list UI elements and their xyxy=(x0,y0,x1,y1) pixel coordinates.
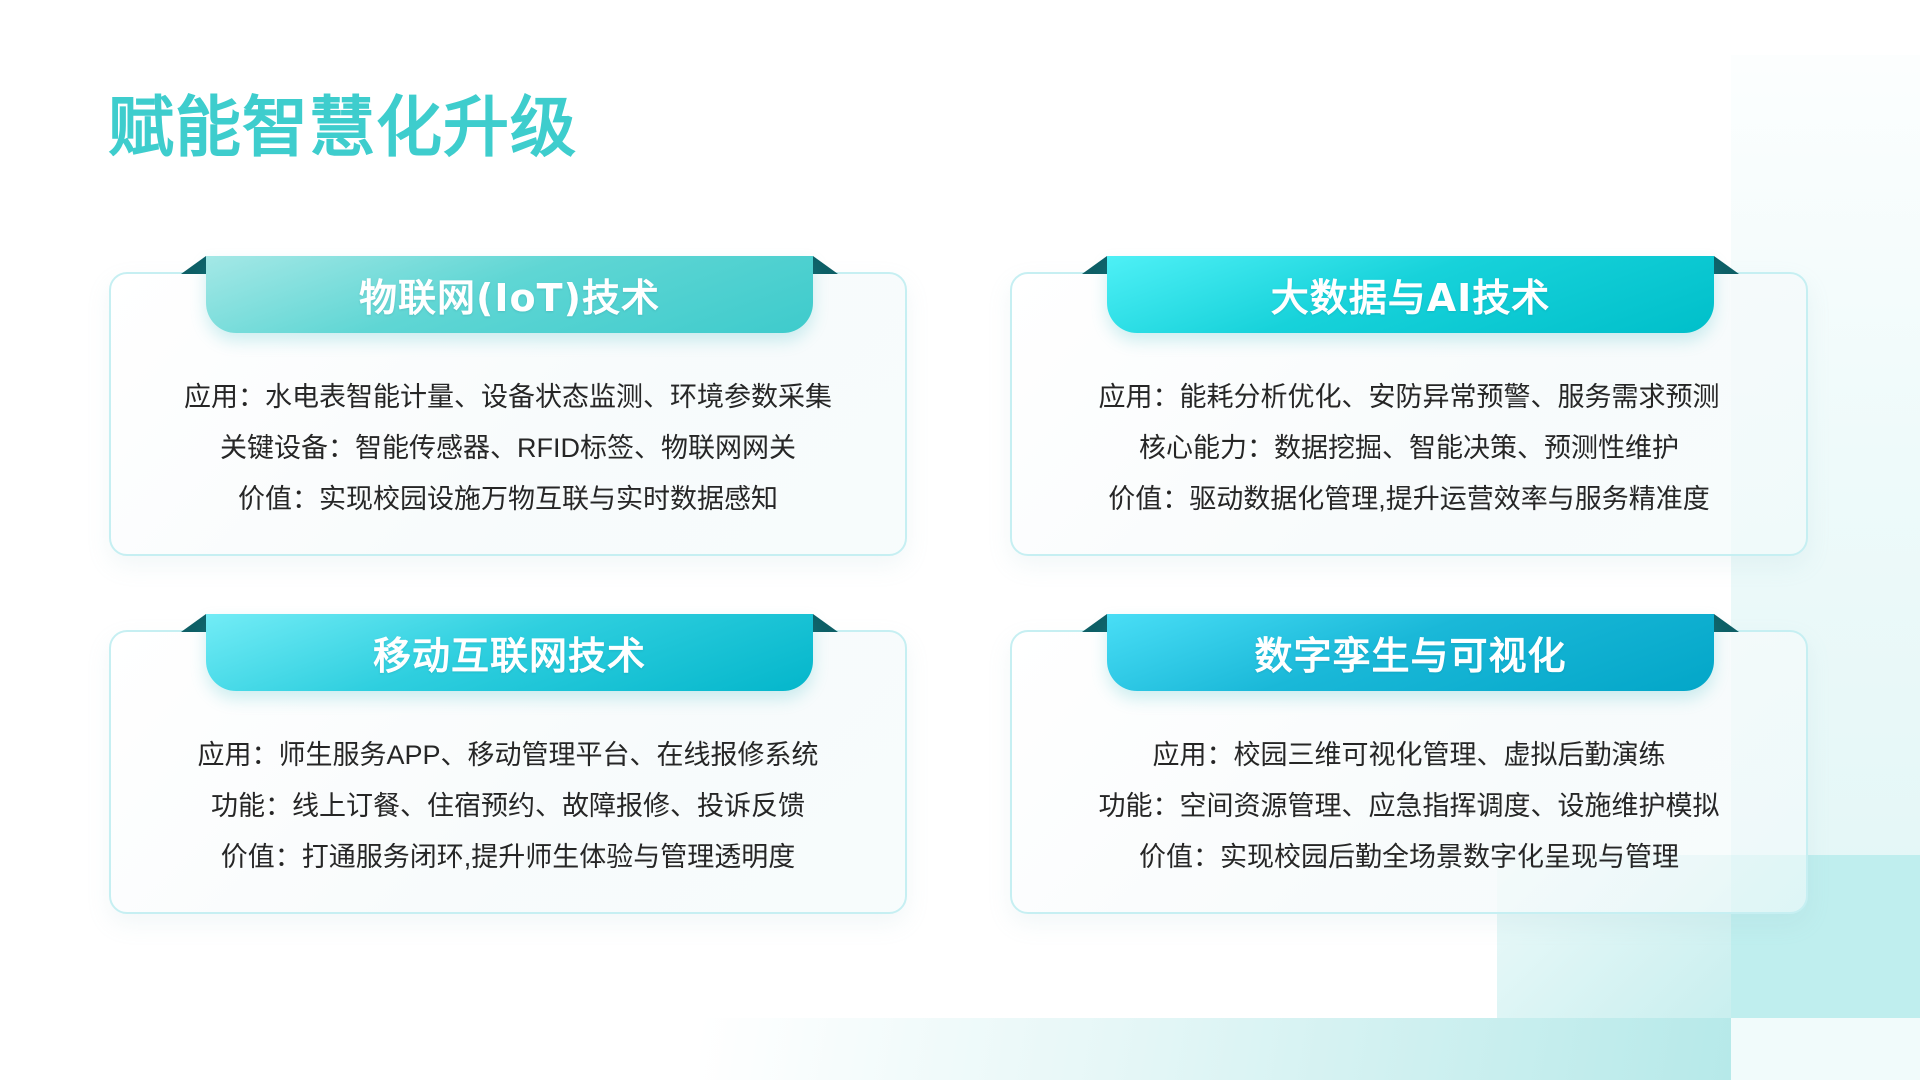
card-body: 应用：水电表智能计量、设备状态监测、环境参数采集 关键设备：智能传感器、RFID… xyxy=(111,372,905,525)
card-line-function: 功能：线上订餐、住宿预约、故障报修、投诉反馈 xyxy=(211,791,805,821)
card-line-function: 功能：空间资源管理、应急指挥调度、设施维护模拟 xyxy=(1098,791,1720,821)
ribbon-fold-left-icon xyxy=(181,614,206,632)
card-line-devices: 关键设备：智能传感器、RFID标签、物联网网关 xyxy=(220,433,796,463)
card-digital-twin: 数字孪生与可视化 应用：校园三维可视化管理、虚拟后勤演练 功能：空间资源管理、应… xyxy=(1010,614,1808,914)
background-corner-bottom xyxy=(1731,1018,1920,1080)
card-header-banner: 物联网(IoT)技术 xyxy=(206,256,813,333)
ribbon-fold-left-icon xyxy=(181,256,206,274)
card-line-capability: 核心能力：数据挖掘、智能决策、预测性维护 xyxy=(1139,433,1679,463)
ribbon-fold-left-icon xyxy=(1082,256,1107,274)
background-strip-bottom xyxy=(700,1018,1731,1080)
card-line-application: 应用：校园三维可视化管理、虚拟后勤演练 xyxy=(1152,740,1666,770)
card-bigdata-ai: 大数据与AI技术 应用：能耗分析优化、安防异常预警、服务需求预测 核心能力：数据… xyxy=(1010,256,1808,556)
ribbon-fold-right-icon xyxy=(1714,256,1739,274)
card-body: 应用：师生服务APP、移动管理平台、在线报修系统 功能：线上订餐、住宿预约、故障… xyxy=(111,730,905,883)
ribbon-fold-right-icon xyxy=(813,256,838,274)
card-line-value: 价值：打通服务闭环,提升师生体验与管理透明度 xyxy=(220,842,796,872)
card-header-banner: 数字孪生与可视化 xyxy=(1107,614,1714,691)
ribbon-fold-left-icon xyxy=(1082,614,1107,632)
card-title: 移动互联网技术 xyxy=(372,634,646,678)
card-body: 应用：校园三维可视化管理、虚拟后勤演练 功能：空间资源管理、应急指挥调度、设施维… xyxy=(1012,730,1806,883)
card-line-application: 应用：师生服务APP、移动管理平台、在线报修系统 xyxy=(197,740,819,770)
page-title: 赋能智慧化升级 xyxy=(108,89,577,166)
card-line-application: 应用：能耗分析优化、安防异常预警、服务需求预测 xyxy=(1098,382,1720,412)
card-iot: 物联网(IoT)技术 应用：水电表智能计量、设备状态监测、环境参数采集 关键设备… xyxy=(109,256,907,556)
ribbon-fold-right-icon xyxy=(813,614,838,632)
card-line-value: 价值：驱动数据化管理,提升运营效率与服务精准度 xyxy=(1108,484,1710,514)
card-line-application: 应用：水电表智能计量、设备状态监测、环境参数采集 xyxy=(184,382,832,412)
card-header-banner: 移动互联网技术 xyxy=(206,614,813,691)
card-title: 大数据与AI技术 xyxy=(1270,276,1551,320)
card-line-value: 价值：实现校园设施万物互联与实时数据感知 xyxy=(238,484,778,514)
ribbon-fold-right-icon xyxy=(1714,614,1739,632)
card-body: 应用：能耗分析优化、安防异常预警、服务需求预测 核心能力：数据挖掘、智能决策、预… xyxy=(1012,372,1806,525)
card-title: 物联网(IoT)技术 xyxy=(359,276,660,320)
card-mobile-internet: 移动互联网技术 应用：师生服务APP、移动管理平台、在线报修系统 功能：线上订餐… xyxy=(109,614,907,914)
card-title: 数字孪生与可视化 xyxy=(1254,634,1567,678)
card-header-banner: 大数据与AI技术 xyxy=(1107,256,1714,333)
card-line-value: 价值：实现校园后勤全场景数字化呈现与管理 xyxy=(1139,842,1679,872)
